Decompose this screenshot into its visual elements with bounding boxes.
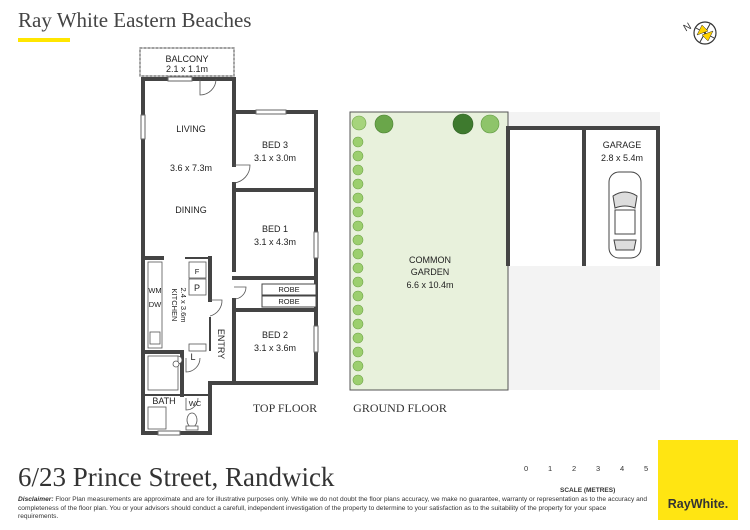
- wm-label: WM: [148, 286, 161, 295]
- scale-tick-2: 2: [572, 464, 577, 473]
- bed2-size: 3.1 x 3.6m: [254, 343, 296, 353]
- robes: [261, 283, 317, 308]
- kitchen-fixtures: [147, 261, 207, 365]
- bed2-label: BED 2: [262, 330, 288, 340]
- bath-label: BATH: [152, 396, 175, 406]
- bath-fixtures: [147, 355, 199, 431]
- garage-size: 2.8 x 5.4m: [601, 153, 643, 163]
- garden-trees: [351, 113, 500, 135]
- floor-plan: BALCONY 2.1 x 1.1m LIVING 3.6 x 7.3m DIN…: [139, 21, 717, 436]
- bed1-label: BED 1: [262, 224, 288, 234]
- bed1-size: 3.1 x 4.3m: [254, 237, 296, 247]
- logo-text: RayWhite.: [667, 497, 729, 511]
- robe2-label: ROBE: [278, 297, 299, 306]
- disclaimer-text: Floor Plan measurements are approximate …: [18, 496, 648, 521]
- compass-icon: [693, 21, 717, 45]
- disclaimer: Disclaimer: Floor Plan measurements are …: [18, 496, 648, 522]
- car-icon: [608, 171, 642, 259]
- balcony-size: 2.1 x 1.1m: [166, 64, 208, 74]
- living-dining-size: 3.6 x 7.3m: [170, 163, 212, 173]
- bed3-label: BED 3: [262, 140, 288, 150]
- accent-bar: [18, 38, 70, 42]
- scale-tick-1: 1: [548, 464, 553, 473]
- wc-label: WC: [189, 399, 202, 408]
- living-label: LIVING: [176, 124, 206, 134]
- balcony-label: BALCONY: [165, 54, 208, 64]
- compass-label: N: [682, 21, 694, 34]
- doors: [185, 78, 251, 411]
- robe1-label: ROBE: [278, 285, 299, 294]
- dining-label: DINING: [175, 205, 207, 215]
- top-floor-walls: [139, 47, 318, 435]
- scale-tick-4: 4: [620, 464, 625, 473]
- garden-label: COMMON: [409, 255, 451, 265]
- scale-tick-0: 0: [524, 464, 529, 473]
- linen-label: L: [190, 352, 195, 362]
- raywhite-logo: RayWhite.: [658, 440, 738, 520]
- garden-hedge: [352, 136, 364, 386]
- agency-name: Ray White Eastern Beaches: [18, 8, 252, 32]
- bed3-size: 3.1 x 3.0m: [254, 153, 296, 163]
- ground-floor-label: GROUND FLOOR: [353, 401, 447, 415]
- fridge-label: F: [195, 267, 200, 276]
- scale-tick-5: 5: [644, 464, 649, 473]
- garden-label-2: GARDEN: [411, 267, 450, 277]
- windows: [140, 76, 319, 436]
- pantry-label: P: [194, 283, 200, 293]
- scale-tick-3: 3: [596, 464, 601, 473]
- garage-label: GARAGE: [603, 140, 642, 150]
- kitchen-label: KITCHEN: [170, 289, 179, 322]
- kitchen-size: 2.4 x 3.6m: [179, 287, 188, 322]
- disclaimer-label: Disclaimer:: [18, 496, 54, 503]
- scale-label: SCALE (METRES): [560, 487, 616, 494]
- garden-size: 6.6 x 10.4m: [406, 280, 453, 290]
- property-address: 6/23 Prince Street, Randwick: [18, 462, 335, 492]
- top-floor-label: TOP FLOOR: [253, 401, 317, 415]
- entry-label: ENTRY: [216, 329, 226, 359]
- scale-ticks: 0 1 2 3 4 5: [519, 464, 655, 476]
- dw-label: DW: [149, 300, 162, 309]
